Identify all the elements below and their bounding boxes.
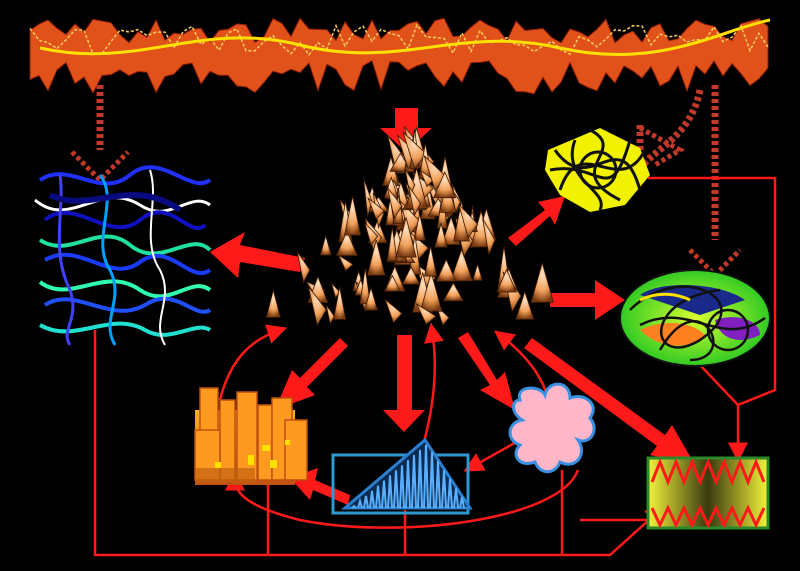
mountain-triangle [435, 258, 457, 282]
arrow-mountain-to-waves [210, 232, 305, 278]
triangle-spike [351, 504, 357, 509]
triangle-spike [363, 495, 369, 509]
yellow-knot-icon [545, 128, 650, 212]
triangle-spike [417, 449, 423, 509]
mountain-triangle [386, 186, 403, 220]
mountain-triangle [319, 234, 332, 256]
mountain-triangle [424, 245, 438, 277]
triangle-spike [405, 460, 411, 509]
green-blob-icon [619, 269, 771, 367]
mountain-triangle [383, 274, 401, 292]
arrow-mountain-to-city [275, 338, 348, 410]
mountain-triangle [482, 218, 496, 256]
mountain-triangle [442, 282, 464, 302]
mountain-triangle [458, 203, 479, 239]
wave-tangle-icon [34, 165, 212, 346]
mountain-triangle [415, 302, 437, 326]
mountain-triangle [413, 213, 426, 241]
triangle-spike [423, 444, 429, 509]
mountain-triangle [408, 185, 422, 217]
mountain-triangle [395, 217, 417, 258]
triangle-spike [375, 485, 381, 509]
dashed-arrowhead-left [70, 150, 130, 184]
triangle-spike [381, 480, 387, 509]
arrow-mountain-to-blob [550, 280, 625, 320]
zigzag-box-icon [646, 456, 770, 530]
zigzag-band-icon [29, 17, 771, 95]
triangle-spike [441, 469, 447, 509]
mountain-triangle [402, 130, 427, 170]
mountain-triangle [307, 286, 327, 327]
mountain-triangle [384, 298, 403, 324]
triangle-spike [399, 465, 405, 509]
triangle-spike [369, 490, 375, 509]
mountain-triangle [386, 226, 398, 262]
mountain-triangle [515, 290, 535, 320]
triangle-mountain-icon [265, 126, 554, 327]
mountain-triangle [296, 251, 311, 284]
mountain-triangle [419, 270, 443, 312]
mountain-triangle [325, 304, 335, 326]
mountain-triangle [344, 195, 362, 236]
triangle-spike [387, 475, 393, 509]
mountain-triangle [367, 196, 385, 220]
triangle-spike [429, 451, 435, 509]
arrow-mountain-to-triangle [383, 335, 425, 432]
mountain-triangle [434, 221, 448, 248]
triangle-spike [357, 497, 363, 509]
triangle-spike [459, 496, 465, 509]
triangle-spike [447, 478, 453, 509]
mountain-triangle [404, 168, 416, 198]
mountain-triangle [530, 261, 554, 303]
arrow-mountain-to-star [458, 332, 515, 410]
mountain-triangle [265, 288, 281, 318]
arrow-mountain-to-knot [508, 196, 565, 246]
triangle-spike [393, 470, 399, 509]
mountain-triangle [359, 267, 371, 305]
mountain-triangle [450, 248, 473, 282]
mountain-triangle [364, 222, 379, 247]
blue-triangle-icon [331, 437, 473, 515]
mountain-triangle [401, 266, 421, 285]
triangle-spike [435, 460, 441, 509]
mountain-triangle [364, 286, 379, 311]
mountain-triangle [472, 262, 483, 281]
mountain-triangle [331, 282, 341, 299]
triangle-spike [411, 455, 417, 509]
arrow-mountain-to-box [524, 338, 695, 465]
mountain-triangle [496, 268, 517, 293]
band-yellow-line [39, 18, 771, 56]
pink-star-icon [508, 382, 596, 474]
mountain-triangle [333, 286, 347, 320]
mountain-triangle [335, 230, 358, 256]
mountain-triangle [433, 170, 457, 199]
dashed-arrowhead-knot [638, 125, 686, 168]
orange-city-icon [194, 387, 308, 485]
triangle-spike [453, 487, 459, 509]
mountain-triangle [337, 254, 354, 272]
mountain-triangle [366, 239, 386, 276]
mountain-triangle [419, 169, 435, 188]
mountain-triangle [363, 177, 373, 217]
mountain-triangle [385, 198, 396, 226]
